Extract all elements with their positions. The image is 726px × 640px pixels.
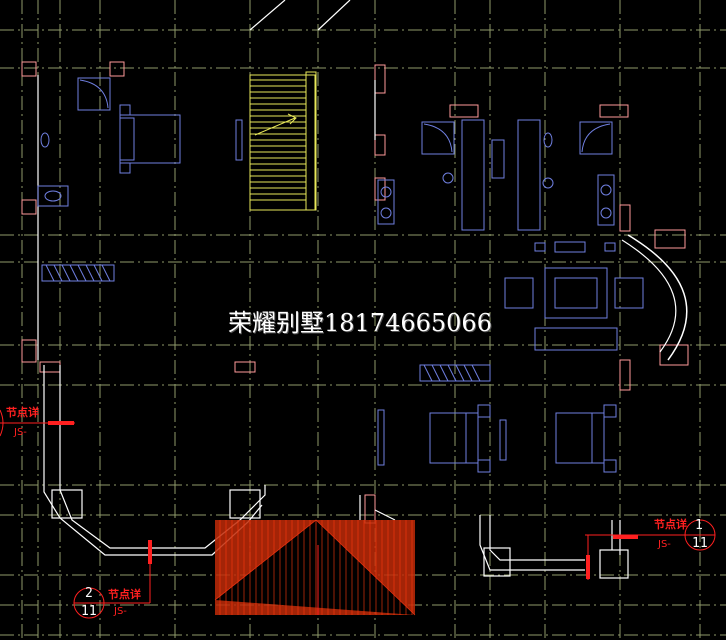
wardrobe-icon [517,119,541,231]
sofa-icon [534,327,618,351]
callout-code: JS- [658,539,671,550]
callout-sheet: 11 [81,604,97,619]
bed-icon [119,114,181,164]
sofa-icon [544,267,608,319]
tv-icon [235,119,243,161]
bed-icon [429,412,479,464]
shower-icon [77,77,111,111]
watermark-text: 荣耀别墅18174665066 [228,309,492,337]
callout-number: 1 [695,518,703,533]
tv-icon [499,419,507,461]
bed-icon [555,412,605,464]
callout-code: JS- [114,606,127,617]
tv-icon [377,409,385,466]
callout-title: 节点详 [108,588,141,601]
armchair-icon [504,277,534,309]
callout-title: 节点详 [6,406,39,419]
roof-hatch [214,519,416,616]
toilet-icon [40,132,50,148]
sink-icon [37,185,69,207]
wardrobe-icon [419,364,491,382]
callout-code: JS- [14,427,27,438]
armchair-icon [614,277,644,309]
callout-title: 节点详 [654,518,687,531]
section-markers [0,409,716,619]
wardrobe-icon [461,119,485,231]
staircase [249,71,317,211]
callout-sheet: 11 [692,536,708,551]
columns [21,61,689,524]
furniture [37,77,644,473]
callout-number: 2 [85,586,93,601]
walls [37,0,688,579]
